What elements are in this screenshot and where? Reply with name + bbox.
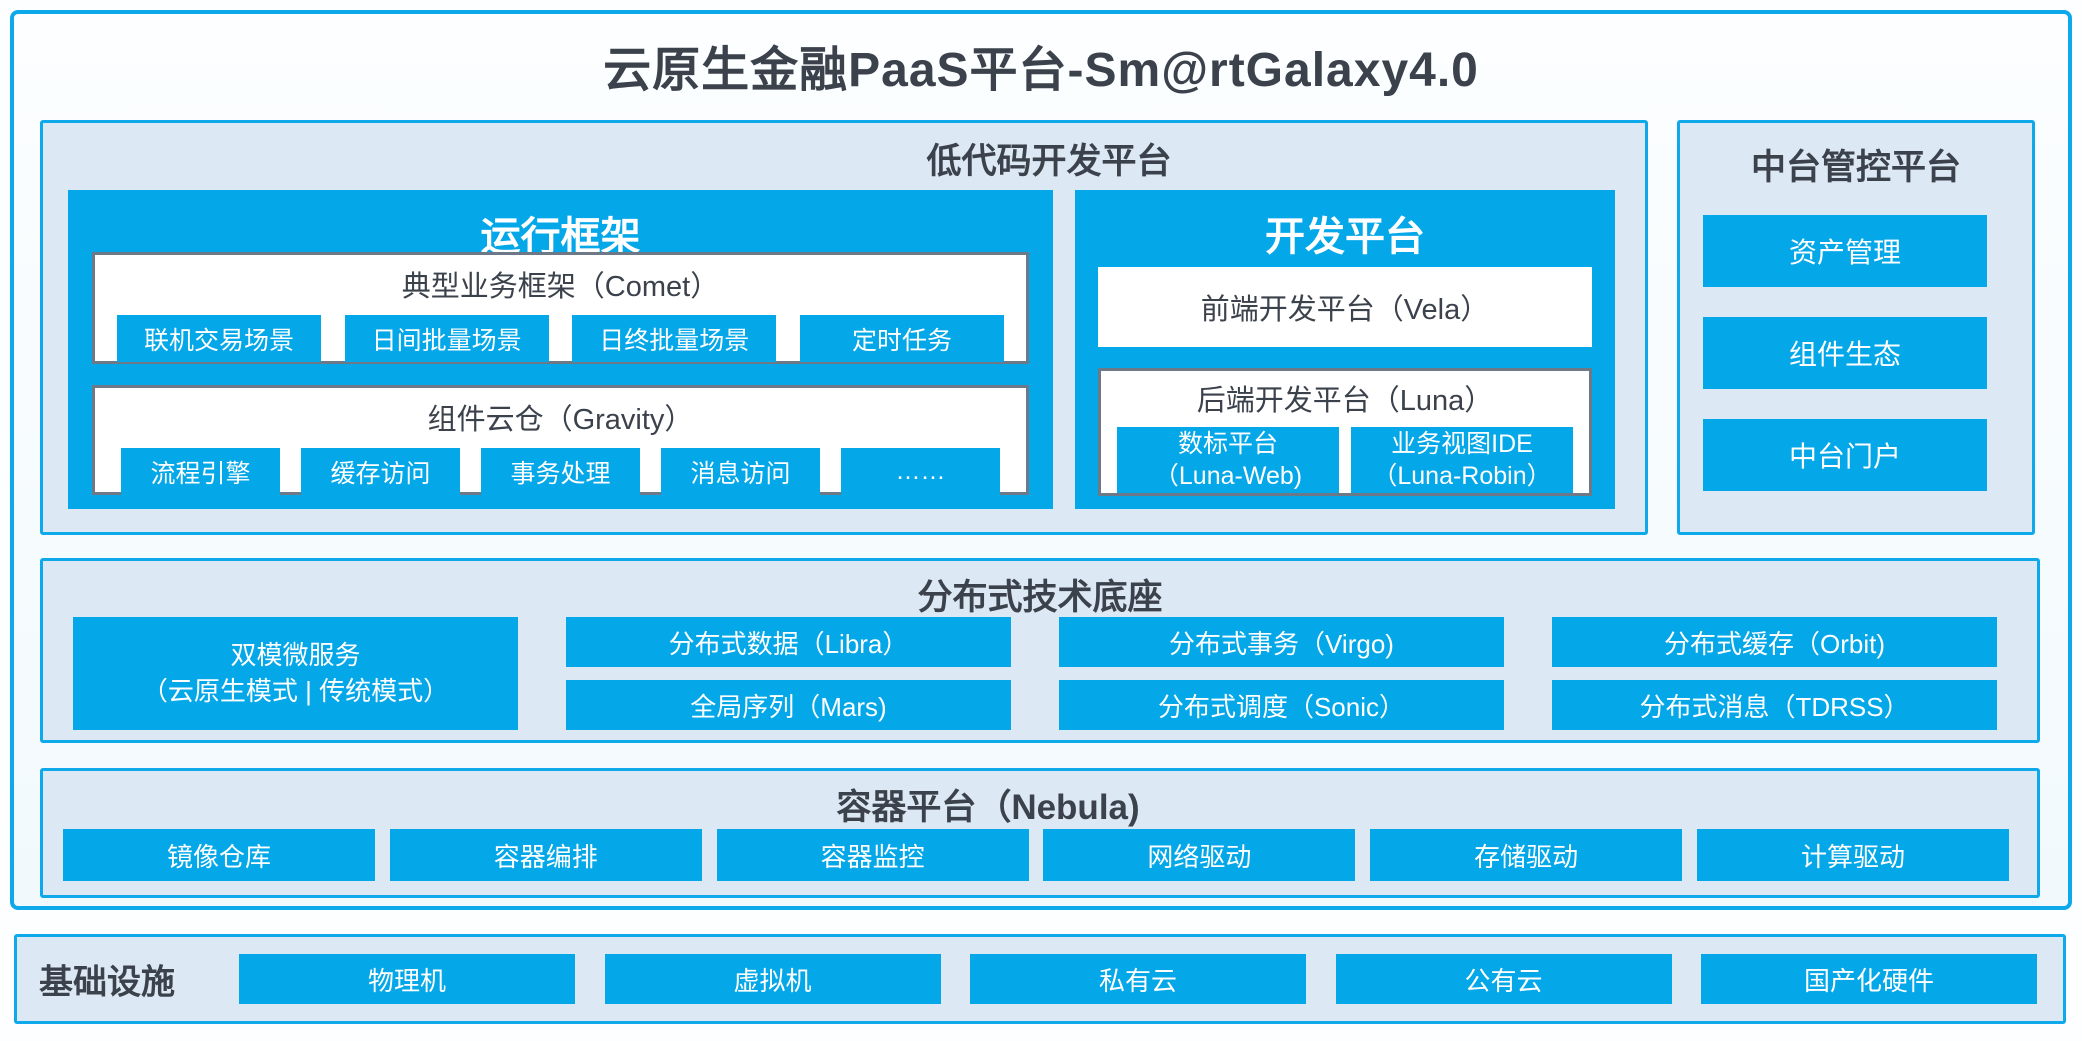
gravity-item: 流程引擎 <box>121 448 280 495</box>
gravity-items-row: 流程引擎 缓存访问 事务处理 消息访问 …… <box>95 448 1026 495</box>
container-item: 存储驱动 <box>1370 829 1683 881</box>
dist-item: 分布式数据（Libra） <box>566 617 1011 667</box>
page-title: 云原生金融PaaS平台-Sm@rtGalaxy4.0 <box>603 44 1479 97</box>
luna-item-robin: 业务视图IDE （Luna-Robin） <box>1351 427 1573 493</box>
infra-item: 公有云 <box>1335 954 1672 1004</box>
luna-item-line2: （Luna-Robin） <box>1372 462 1552 490</box>
box-gravity-warehouse: 组件云仓（Gravity） 流程引擎 缓存访问 事务处理 消息访问 …… <box>92 385 1029 495</box>
container-item: 容器编排 <box>389 829 702 881</box>
luna-item-web: 数标平台 （Luna-Web) <box>1117 427 1339 493</box>
box-vela-frontend: 前端开发平台（Vela） <box>1098 267 1592 347</box>
infrastructure-items-row: 物理机 虚拟机 私有云 公有云 国产化硬件 <box>239 954 2037 1004</box>
infra-item: 国产化硬件 <box>1701 954 2037 1004</box>
container-items-row: 镜像仓库 容器编排 容器监控 网络驱动 存储驱动 计算驱动 <box>63 829 2009 881</box>
runtime-title: 运行框架 <box>480 215 641 259</box>
gravity-title: 组件云仓（Gravity） <box>427 404 694 436</box>
comet-item: 日间批量场景 <box>344 315 549 362</box>
gravity-item: 缓存访问 <box>301 448 460 495</box>
distributed-grid: 双模微服务 （云原生模式 | 传统模式） 分布式数据（Libra） 分布式事务（… <box>73 617 1997 730</box>
lowcode-header: 低代码开发平台 <box>926 142 1172 181</box>
container-item: 计算驱动 <box>1696 829 2009 881</box>
luna-title: 后端开发平台（Luna） <box>1196 385 1494 417</box>
dist-item: 分布式事务（Virgo) <box>1059 617 1504 667</box>
dual-mode-line1: 双模微服务 <box>230 640 361 671</box>
dual-mode-line2: （云原生模式 | 传统模式） <box>141 675 450 706</box>
dist-item-dual-mode: 双模微服务 （云原生模式 | 传统模式） <box>73 617 518 730</box>
infrastructure-label: 基础设施 <box>39 963 175 1002</box>
luna-item-line1: 业务视图IDE <box>1391 430 1533 458</box>
section-midplatform: 中台管控平台 资产管理 组件生态 中台门户 <box>1677 120 2035 535</box>
dist-item: 分布式消息（TDRSS） <box>1552 680 1997 730</box>
infra-item: 物理机 <box>239 954 575 1004</box>
luna-item-line2: （Luna-Web) <box>1153 462 1303 490</box>
infra-item: 私有云 <box>970 954 1306 1004</box>
box-luna-backend: 后端开发平台（Luna） 数标平台 （Luna-Web) 业务视图IDE （Lu… <box>1098 368 1592 496</box>
midplatform-header: 中台管控平台 <box>1750 148 1961 187</box>
gravity-item: 事务处理 <box>481 448 640 495</box>
panel-dev-platform: 开发平台 前端开发平台（Vela） 后端开发平台（Luna） 数标平台 （Lun… <box>1075 190 1615 509</box>
distributed-header: 分布式技术底座 <box>917 578 1163 617</box>
section-infrastructure: 基础设施 物理机 虚拟机 私有云 公有云 国产化硬件 <box>14 934 2066 1024</box>
comet-item: 联机交易场景 <box>117 315 321 362</box>
midplatform-item: 资产管理 <box>1703 215 1987 287</box>
comet-title: 典型业务框架（Comet） <box>401 271 720 303</box>
gravity-item: 消息访问 <box>661 448 820 495</box>
midplatform-item: 中台门户 <box>1703 419 1987 491</box>
section-container-platform: 容器平台（Nebula) 镜像仓库 容器编排 容器监控 网络驱动 存储驱动 计算… <box>40 768 2040 898</box>
devplat-title: 开发平台 <box>1265 215 1425 259</box>
dist-item: 分布式调度（Sonic） <box>1059 680 1504 730</box>
gravity-item-ellipsis: …… <box>841 448 1000 495</box>
container-header: 容器平台（Nebula) <box>836 788 1140 827</box>
section-lowcode-platform: 低代码开发平台 运行框架 典型业务框架（Comet） 联机交易场景 日间批量场景… <box>40 120 1648 535</box>
box-comet-framework: 典型业务框架（Comet） 联机交易场景 日间批量场景 日终批量场景 定时任务 <box>92 252 1029 364</box>
dist-item: 全局序列（Mars) <box>566 680 1011 730</box>
panel-runtime-framework: 运行框架 典型业务框架（Comet） 联机交易场景 日间批量场景 日终批量场景 … <box>68 190 1053 509</box>
infra-item: 虚拟机 <box>604 954 941 1004</box>
dist-item: 分布式缓存（Orbit) <box>1552 617 1997 667</box>
container-item: 容器监控 <box>716 829 1029 881</box>
midplatform-stack: 资产管理 组件生态 中台门户 <box>1703 215 1987 491</box>
section-distributed-base: 分布式技术底座 双模微服务 （云原生模式 | 传统模式） 分布式数据（Libra… <box>40 558 2040 743</box>
container-item: 镜像仓库 <box>63 829 375 881</box>
platform-frame: 云原生金融PaaS平台-Sm@rtGalaxy4.0 低代码开发平台 运行框架 … <box>10 10 2072 910</box>
comet-item: 日终批量场景 <box>572 315 777 362</box>
comet-item: 定时任务 <box>799 315 1004 362</box>
container-item: 网络驱动 <box>1043 829 1356 881</box>
comet-items-row: 联机交易场景 日间批量场景 日终批量场景 定时任务 <box>95 315 1026 362</box>
luna-item-line1: 数标平台 <box>1177 430 1278 458</box>
midplatform-item: 组件生态 <box>1703 317 1987 389</box>
luna-items-row: 数标平台 （Luna-Web) 业务视图IDE （Luna-Robin） <box>1101 427 1589 493</box>
